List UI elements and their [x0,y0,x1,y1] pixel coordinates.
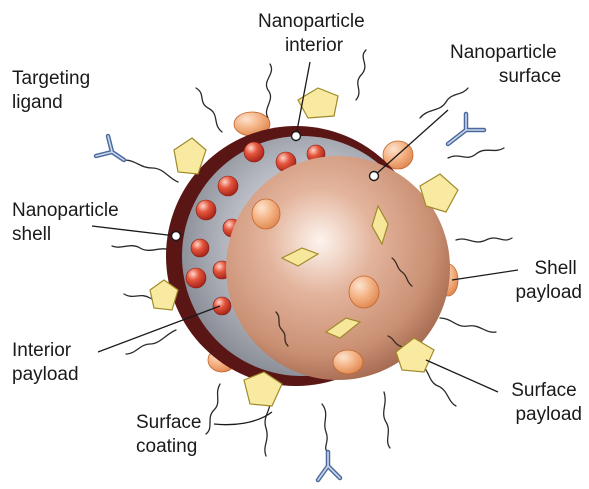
targeting-ligand-left [96,136,124,160]
label-nanoparticle-interior: Nanoparticle interior [258,11,370,56]
label-surface-coating: Surface coating [136,412,207,457]
label-targeting-ligand: Targeting ligand [12,68,95,113]
targeting-ligand-bottom [318,452,340,480]
targeting-ligand-right [448,114,484,144]
label-nanoparticle-surface: Nanoparticle surface [450,42,562,87]
label-surface-payload: Surface payload [511,380,582,425]
label-nanoparticle-shell: Nanoparticle shell [12,200,124,245]
label-shell-payload: Shell payload [515,258,582,303]
label-interior-payload: Interior payload [12,340,79,385]
